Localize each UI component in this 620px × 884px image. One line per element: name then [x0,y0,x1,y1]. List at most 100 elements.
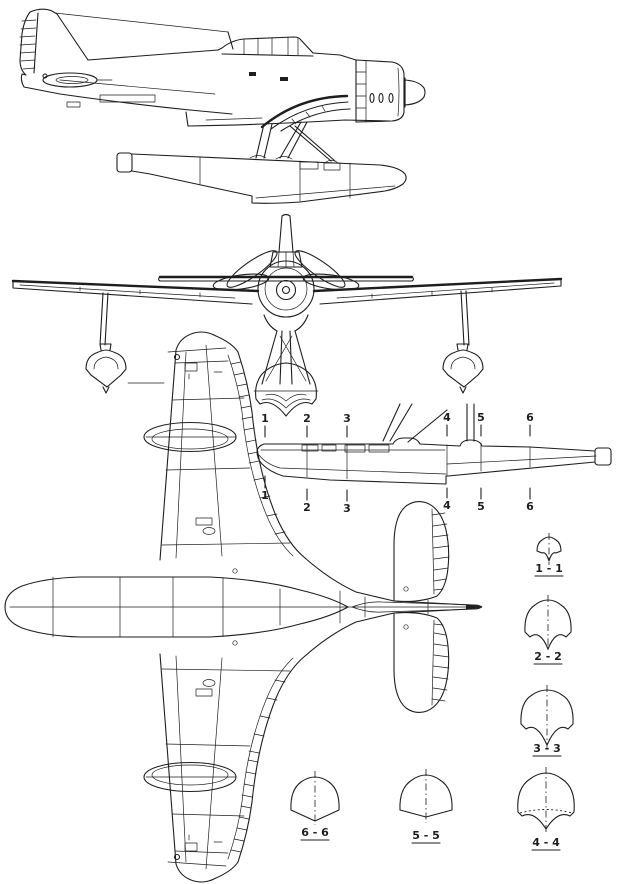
fin-outline [29,8,89,61]
left-float-fairing [99,343,112,351]
wing-spar-a [175,351,187,559]
section-4-4: 4 - 4 [517,767,575,851]
right-wing-leading-edge [312,277,563,293]
elevator-side [55,76,89,84]
fin-plan-outline [351,601,483,613]
cowl-fastener-1 [369,92,375,104]
canopy-sill-line [221,53,314,57]
station-top-1: 1 [261,412,269,425]
cut-rear-strut [466,403,475,442]
station-top-6: 6 [526,411,534,424]
fin-front [278,213,294,253]
left-wing-mid-line [19,284,236,299]
wing-spar-b [205,344,223,557]
section-shape-6-6 [290,776,340,822]
section-label-5-5: 5 - 5 [412,829,440,842]
wing-hatch-1 [184,362,198,372]
left-wing-outline [12,280,253,305]
section-3-3: 3 - 3 [520,685,574,757]
float-deck-hatch-1 [299,161,319,170]
canopy-outline [217,36,314,54]
main-float-plan-stations [52,576,281,638]
left-tip-float [85,349,127,388]
float-detail-stern-cap [594,447,612,466]
wing-panel-lines [161,347,291,546]
float-deck-hatch-2 [323,162,341,171]
section-label-3-3: 3 - 3 [533,742,561,755]
wing-root-le-arc [260,94,349,129]
left-float-strut [99,292,109,346]
station-ticks-bottom [264,475,531,502]
wing-leading-edge-plan [159,349,177,561]
plan-wing-lower [143,653,306,883]
wing-small-marks [188,371,223,380]
wing-trailing-edge-plan [237,351,306,559]
station-ticks-top [264,424,531,438]
front-view [11,213,563,417]
station-top-5: 5 [477,411,485,424]
section-shape-5-5 [399,774,453,818]
left-wing-leading-edge [11,279,260,293]
station-bottom-1: 1 [261,489,269,502]
underwing-float-inner [151,428,229,450]
cockpit-handhold [280,77,288,81]
fuselage-frames-plan [339,590,366,624]
canopy-front-frames [277,251,295,268]
section-shape-1-1 [536,536,562,562]
float-chine-line [255,185,396,199]
fuselage-hatch [66,101,81,108]
station-bottom-2: 2 [303,501,311,514]
cowl-front-line [397,67,400,117]
section-shape-2-2 [524,599,572,650]
tail-circle-2 [403,624,409,630]
section-shape-4-4 [517,772,575,830]
pylon-braces [265,335,307,382]
float-stern-cap [116,152,133,173]
cowl-flap-ribs [355,71,367,109]
section-label-4-4: 4 - 4 [532,836,560,849]
rudder-rib-lines [19,19,37,70]
tailplane-plan-lower [393,612,450,714]
station-bottom-4: 4 [443,499,451,512]
wing-oval-hatch [202,527,216,535]
main-float-chevron-1 [261,398,311,409]
cowling-outline [355,59,405,123]
aileron-rib-lines [230,361,286,535]
section-1-1: 1 - 1 [534,533,564,577]
cowl-fastener-2 [378,92,384,104]
station-bottom-6: 6 [526,500,534,513]
tailplane-plan [393,500,450,602]
tail-circle-1 [403,586,409,592]
float-hatch-4 [368,444,390,453]
station-top-4: 4 [443,411,451,424]
flap-actuator-ticks [79,286,493,299]
pylon-front-strut [255,123,273,159]
cut-front-strut [382,403,448,443]
wing-trailing-edge [185,111,189,127]
section-5-5: 5 - 5 [399,769,453,844]
wingtip-light [173,353,181,361]
spinner-tip [281,285,291,295]
right-float-strut [460,290,470,346]
cross-sections: 1 - 1 2 - 2 3 - 3 6 - 6 5 - 5 [290,533,575,851]
station-top-2: 2 [303,412,311,425]
section-6-6: 6 - 6 [290,771,340,841]
antenna-wire [54,12,229,33]
prop-blade-upper-left [226,250,278,288]
left-tip-float-inner [93,356,119,370]
strut-fairing-arcs [249,155,339,164]
cockpit-step [249,72,256,76]
tailplane-outline-plan [393,500,450,602]
wing-root-dashes [291,105,326,125]
rudder-outline [19,11,61,95]
float-detail-view: 1 2 3 4 5 6 1 2 3 4 5 6 [256,403,612,515]
wing-root-arc-2 [270,101,349,130]
float-detail-chine [258,454,447,475]
canopy-frame-lines [243,36,299,56]
section-label-1-1: 1 - 1 [535,562,563,575]
aileron-inner-line [227,354,294,557]
spinner-side [404,79,426,106]
fuselage-stringer-line [59,79,216,95]
station-bottom-3: 3 [343,502,351,515]
